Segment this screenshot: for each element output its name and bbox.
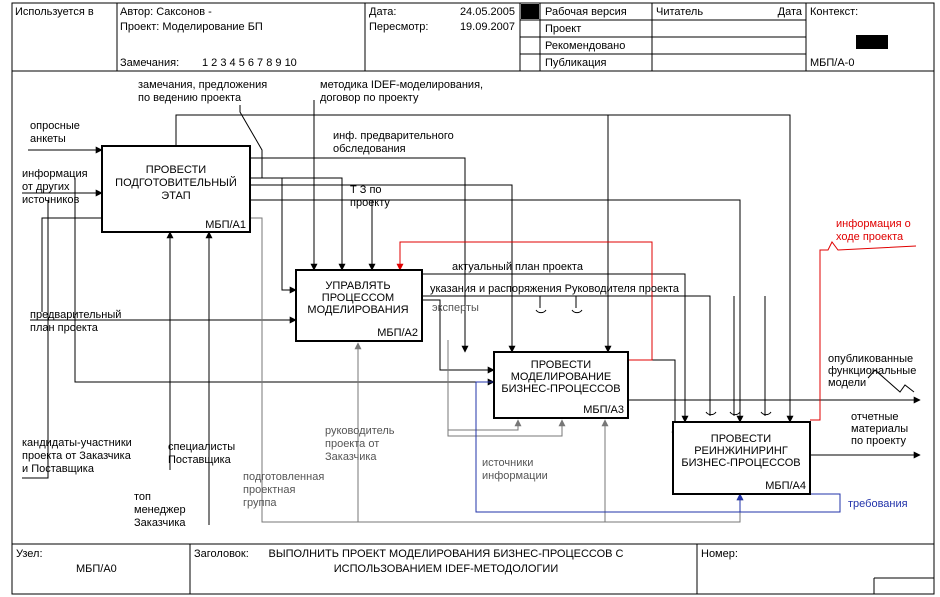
label-top-manager-1: топ (134, 491, 151, 503)
rev-label: Пересмотр: (369, 21, 428, 33)
label-instructions: указания и распоряжения Руководителя про… (430, 283, 680, 295)
label-prepared-group-2: проектная (243, 484, 295, 496)
label-reports-1: отчетные (851, 411, 899, 423)
working-status-marker (521, 4, 539, 19)
project-label: Проект: Моделирование БП (120, 21, 263, 33)
blue-arrow (475, 381, 841, 513)
footer-node-label: Узел: (16, 548, 43, 560)
notes-label: Замечания: (120, 57, 179, 69)
box-a4[interactable]: ПРОВЕСТИ РЕИНЖИНИРИНГ БИЗНЕС-ПРОЦЕССОВ М… (672, 421, 811, 495)
date-value: 24.05.2005 (460, 6, 515, 18)
label-tz-2: проекту (350, 197, 390, 209)
label-candidates-1: кандидаты-участники (22, 437, 132, 449)
notes-numbers: 1 2 3 4 5 6 7 8 9 10 (202, 57, 297, 69)
context-node: МБП/А-0 (810, 57, 854, 69)
footer-number-label: Номер: (701, 548, 738, 560)
a3-title-line3: БИЗНЕС-ПРОЦЕССОВ (501, 383, 620, 395)
footer-title-line2: ИСПОЛЬЗОВАНИЕМ IDEF-МЕТОДОЛОГИИ (334, 563, 558, 575)
footer-title-label: Заголовок: (194, 548, 249, 560)
label-info-sources-2: информации (482, 470, 548, 482)
label-reports-2: материалы (851, 423, 908, 435)
status-draft: Проект (545, 23, 581, 35)
a2-id: МБП/А2 (377, 327, 418, 339)
a3-title-line1: ПРОВЕСТИ (531, 359, 591, 371)
a4-title-line3: БИЗНЕС-ПРОЦЕССОВ (681, 457, 800, 469)
label-remarks-2: по ведению проекта (138, 92, 242, 104)
box-a2[interactable]: УПРАВЛЯТЬ ПРОЦЕССОМ МОДЕЛИРОВАНИЯ МБП/А2 (295, 269, 423, 342)
label-top-manager-3: Заказчика (134, 517, 186, 529)
label-remarks-1: замечания, предложения (138, 79, 267, 91)
label-prepared-group-3: группа (243, 497, 277, 509)
footer-node-value: МБП/А0 (76, 563, 117, 575)
a1-title-line3: ЭТАП (161, 190, 190, 202)
label-other-info-3: источников (22, 194, 79, 206)
label-published-3: модели (828, 377, 866, 389)
label-other-info-1: информация (22, 168, 88, 180)
label-prepared-group-1: подготовленная (243, 471, 324, 483)
used-at-label: Используется в (15, 6, 94, 18)
status-recommended: Рекомендовано (545, 40, 625, 52)
label-progress-info-2: ходе проекта (836, 231, 904, 243)
reader-date-label: Дата (778, 6, 803, 18)
date-label: Дата: (369, 6, 396, 18)
label-prelim-plan-2: план проекта (30, 322, 99, 334)
context-label: Контекст: (810, 6, 858, 18)
label-prelim-info-1: инф. предварительного (333, 130, 454, 142)
label-project-leader-2: проекта от (325, 438, 379, 450)
label-top-manager-2: менеджер (134, 504, 186, 516)
label-surveys-1: опросные (30, 120, 80, 132)
footer-title-line1: ВЫПОЛНИТЬ ПРОЕКТ МОДЕЛИРОВАНИЯ БИЗНЕС-ПР… (269, 548, 624, 560)
label-published-1: опубликованные (828, 353, 913, 365)
a1-id: МБП/А1 (205, 219, 246, 231)
a2-title-line3: МОДЕЛИРОВАНИЯ (307, 304, 408, 316)
label-candidates-2: проекта от Заказчика (22, 450, 132, 462)
a4-title-line2: РЕИНЖИНИРИНГ (694, 445, 788, 457)
status-publication: Публикация (545, 57, 607, 69)
a2-title-line1: УПРАВЛЯТЬ (325, 280, 390, 292)
reader-label: Читатель (656, 6, 703, 18)
a1-title-line2: ПОДГОТОВИТЕЛЬНЫЙ (115, 176, 237, 189)
footer-frame (11, 543, 935, 595)
box-a1[interactable]: ПРОВЕСТИ ПОДГОТОВИТЕЛЬНЫЙ ЭТАП МБП/А1 (101, 145, 251, 233)
a4-id: МБП/А4 (765, 480, 806, 492)
label-info-sources-1: источники (482, 457, 533, 469)
a2-title-line2: ПРОЦЕССОМ (322, 292, 394, 304)
box-a3[interactable]: ПРОВЕСТИ МОДЕЛИРОВАНИЕ БИЗНЕС-ПРОЦЕССОВ … (493, 351, 629, 419)
rev-value: 19.09.2007 (460, 21, 515, 33)
grey-arrows (250, 217, 744, 523)
label-actual-plan: актуальный план проекта (452, 261, 584, 273)
context-thumbnail (856, 35, 888, 49)
label-specialists-1: специалисты (168, 441, 235, 453)
label-reports-3: по проекту (851, 435, 907, 447)
label-progress-info-1: информация о (836, 218, 911, 230)
label-idef-2: договор по проекту (320, 92, 419, 104)
label-project-leader-3: Заказчика (325, 451, 377, 463)
label-experts: эксперты (432, 302, 479, 314)
a4-title-line1: ПРОВЕСТИ (711, 433, 771, 445)
label-specialists-2: Поставщика (168, 454, 232, 466)
label-idef-1: методика IDEF-моделирования, (320, 79, 483, 91)
label-candidates-3: и Поставщика (22, 463, 95, 475)
label-surveys-2: анкеты (30, 133, 66, 145)
a3-title-line2: МОДЕЛИРОВАНИЕ (511, 371, 612, 383)
a3-id: МБП/А3 (583, 404, 624, 416)
status-working: Рабочая версия (545, 6, 627, 18)
label-requirements: требования (848, 498, 908, 510)
label-tz-1: Т З по (350, 184, 382, 196)
label-project-leader-1: руководитель (325, 425, 395, 437)
label-prelim-plan-1: предварительный (30, 309, 121, 321)
a1-title-line1: ПРОВЕСТИ (146, 164, 206, 176)
label-prelim-info-2: обследования (333, 143, 406, 155)
red-arrow (396, 241, 917, 421)
label-other-info-2: от других (22, 181, 70, 193)
author-label: Автор: Саксонов - (120, 6, 212, 18)
label-published-2: функциональные (828, 365, 916, 377)
